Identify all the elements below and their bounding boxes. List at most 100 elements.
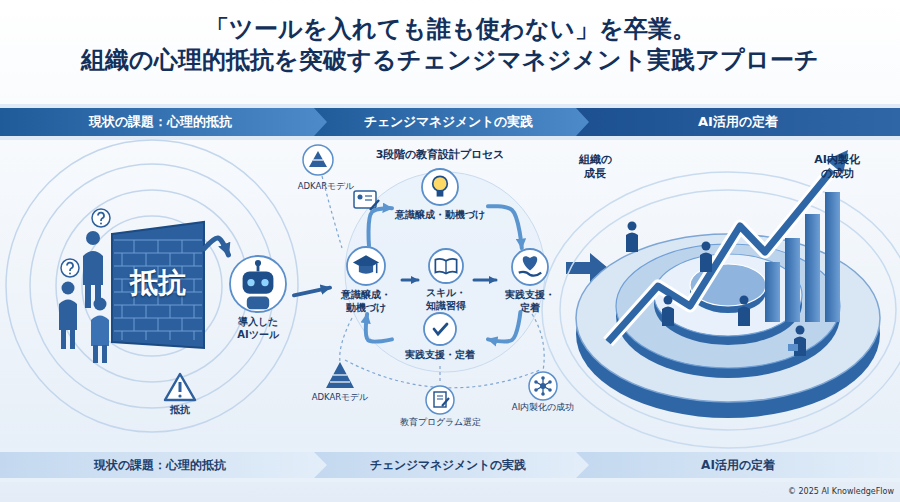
- band-shape: [576, 108, 900, 136]
- person-figure: [94, 298, 107, 311]
- person-figure: [86, 231, 100, 245]
- person-figure: [85, 284, 91, 308]
- bulb-icon: [437, 191, 444, 197]
- bulb-icon: [433, 176, 448, 191]
- icon-badge: [512, 249, 548, 285]
- network-icon: [534, 380, 538, 384]
- growth-arrow: [608, 170, 832, 342]
- ripple-arc: [82, 216, 222, 356]
- growth-halo: [560, 190, 896, 430]
- band-shape: [0, 452, 330, 478]
- copyright-note: © 2025 AI KnowledgeFlow: [736, 487, 894, 497]
- question-bubble: [61, 259, 79, 277]
- flow-arrow: [488, 206, 522, 248]
- step-label: スキル・ 知識習得: [418, 287, 474, 312]
- icon-badge: [422, 169, 458, 205]
- process-step: 実践支援・定着: [392, 312, 488, 364]
- icon-badge: [347, 247, 385, 285]
- step-label: 意識醸成・動機づけ: [392, 209, 488, 221]
- dashed-guide: [439, 366, 440, 384]
- pyramid-icon: [326, 362, 354, 388]
- wall-label: 抵抗: [112, 265, 204, 300]
- bar-chart: [765, 262, 780, 322]
- person-figure: [700, 253, 712, 273]
- robot-icon: [261, 279, 268, 286]
- profile-card-icon: [354, 191, 379, 210]
- section-heading: 3段階の教育設計プロセス: [370, 148, 510, 162]
- person-figure: [91, 316, 109, 347]
- band-shape: [0, 108, 330, 136]
- person-figure: [664, 296, 673, 305]
- brick-line: [122, 253, 123, 266]
- growth-halo: [542, 172, 900, 448]
- growth-arrow: [608, 150, 848, 342]
- adkar-icon: [303, 145, 333, 175]
- heart-icon: [519, 272, 542, 276]
- person-figure: [102, 345, 107, 363]
- process-step: 意識醸成・動機づけ: [392, 168, 488, 230]
- band-label: 現状の課題：心理的抵抗: [0, 108, 330, 136]
- question-bubble: [92, 209, 110, 227]
- book-icon: [445, 261, 446, 274]
- dashed-guide: [340, 318, 352, 362]
- check-icon: [434, 324, 447, 334]
- band-label: 現状の課題：心理的抵抗: [0, 452, 330, 478]
- pyramid-icon: [330, 381, 350, 382]
- icon-badge: [222, 255, 294, 313]
- dashed-guide: [322, 176, 544, 388]
- icon-badge: [424, 313, 456, 345]
- brick-line: [122, 279, 123, 292]
- person-figure: [740, 296, 749, 305]
- question-bubble: [98, 213, 104, 221]
- robot-icon: [247, 297, 269, 310]
- pyramid-icon: [333, 374, 347, 375]
- brick-line: [182, 240, 183, 253]
- process-step: 実践支援・ 定着: [496, 248, 564, 312]
- icon-badge: [230, 256, 286, 312]
- band-label: AI活用の定着: [576, 108, 900, 136]
- cap-icon: [353, 255, 379, 273]
- person-figure: [59, 300, 77, 331]
- phase-band: チェンジマネジメントの実践: [314, 108, 592, 136]
- wall-shape: [112, 222, 204, 348]
- person-figure: [700, 242, 712, 273]
- network-icon: [548, 380, 552, 384]
- band-strip: [0, 448, 900, 482]
- growth-arrow: [608, 170, 832, 342]
- warning-symbol: [178, 394, 181, 397]
- flow-arrow: [488, 312, 520, 342]
- person-figure: [788, 344, 798, 351]
- band-label: AI活用の定着: [576, 452, 900, 478]
- brick-line: [170, 253, 171, 266]
- heart-icon: [519, 256, 542, 275]
- person-figure: [738, 307, 750, 327]
- person-figure: [83, 251, 103, 285]
- person-figure: [628, 222, 637, 231]
- brick-line: [114, 305, 202, 306]
- person-figure: [626, 233, 638, 253]
- person-figure: [626, 222, 806, 357]
- flow-arrow: [294, 288, 330, 296]
- icon-badge: [330, 246, 402, 286]
- person-figure: [662, 296, 674, 327]
- growth-halo: [542, 172, 900, 448]
- brick-line: [158, 318, 159, 331]
- icon-label: 教育プログラム選定: [395, 417, 485, 428]
- person-figure: [61, 329, 66, 349]
- document-icon: [426, 386, 454, 414]
- network-icon: [529, 372, 557, 400]
- person-figure: [626, 222, 638, 253]
- phase-band: チェンジマネジメントの実践: [314, 452, 592, 478]
- bar-chart: [785, 238, 800, 322]
- profile-card-icon: [358, 195, 363, 200]
- brick-line: [182, 318, 183, 331]
- brick-line: [194, 305, 195, 318]
- outcome-label: AI内製化 の成功: [806, 153, 868, 181]
- icon-badge: [392, 312, 488, 346]
- step-label: 実践支援・定着: [392, 349, 488, 361]
- phase-band: AI活用の定着: [576, 452, 900, 478]
- brick-line: [134, 240, 135, 253]
- question-bubble: [67, 263, 73, 271]
